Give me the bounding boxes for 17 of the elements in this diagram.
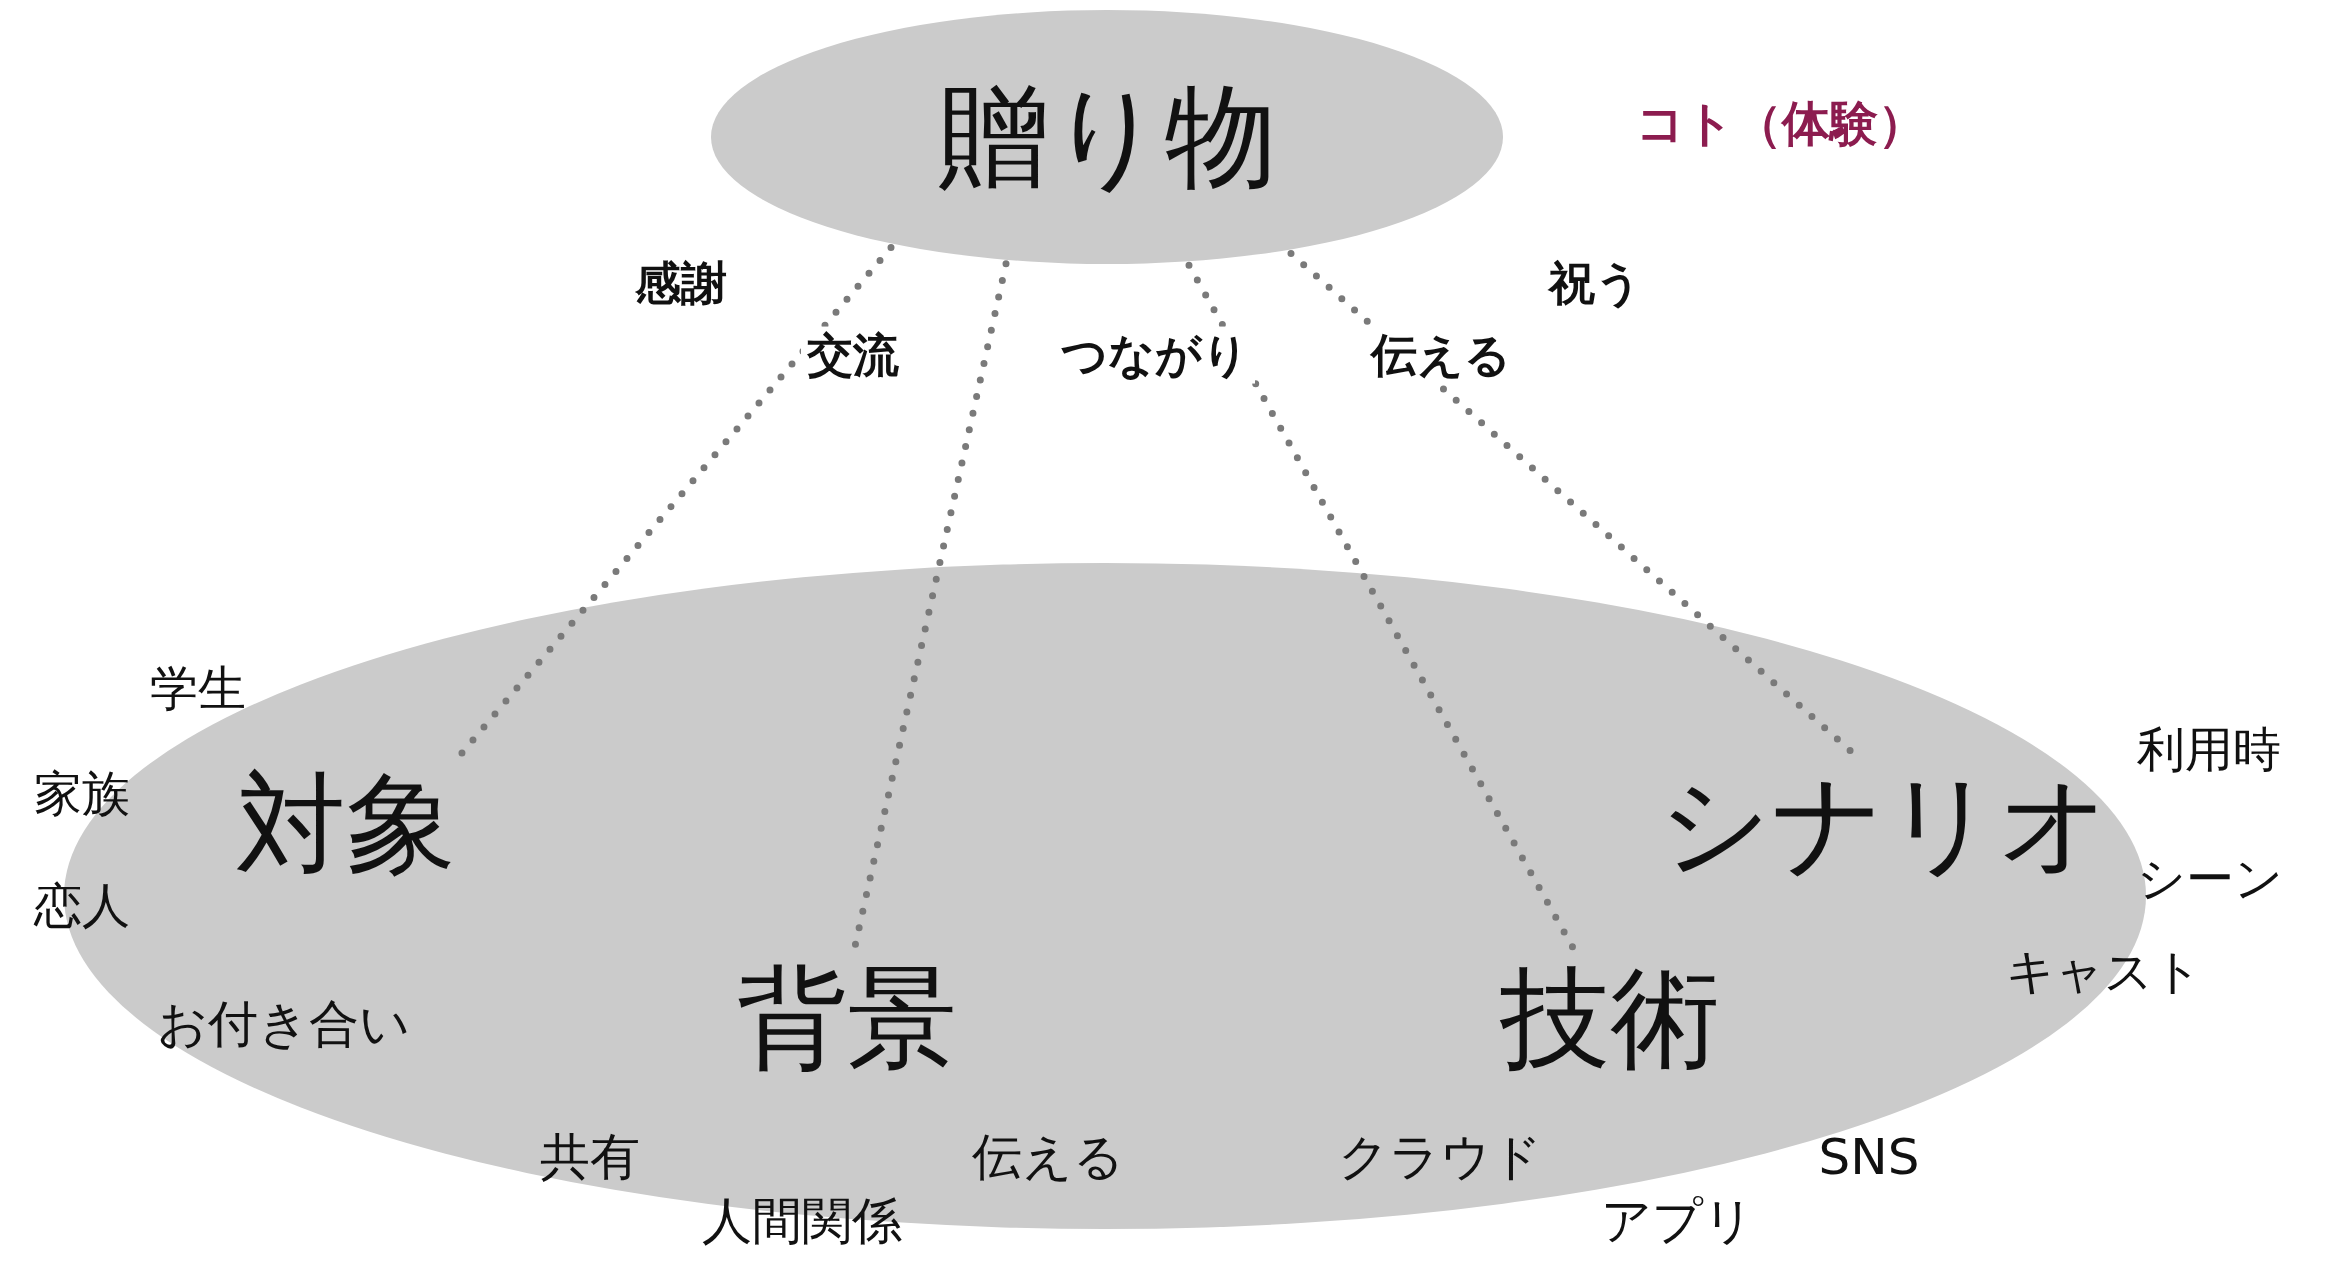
topic-label: 技術 [1500,954,1720,1082]
topic-label: シナリオ [1659,760,2111,888]
keyword-label: 学生 [150,661,246,717]
keyword-label: 利用時 [2137,722,2281,778]
keyword-label: シーン [2137,851,2283,907]
keyword-label: 家族 [34,766,130,822]
topic-label: 対象 [236,760,456,888]
keyword-label: アプリ [1600,1193,1754,1251]
topic-label: 背景 [737,954,957,1082]
keyword-label: SNS [1818,1129,1920,1187]
keyword-label: お付き合い [156,996,410,1054]
keyword-label: キャスト [2006,944,2202,1000]
keyword-label: クラウド [1338,1129,1542,1187]
keyword-label: 人間関係 [702,1193,902,1251]
keyword-label: 恋人 [34,878,130,934]
keyword-label: 伝える [972,1129,1124,1187]
keyword-label: 共有 [540,1129,640,1187]
